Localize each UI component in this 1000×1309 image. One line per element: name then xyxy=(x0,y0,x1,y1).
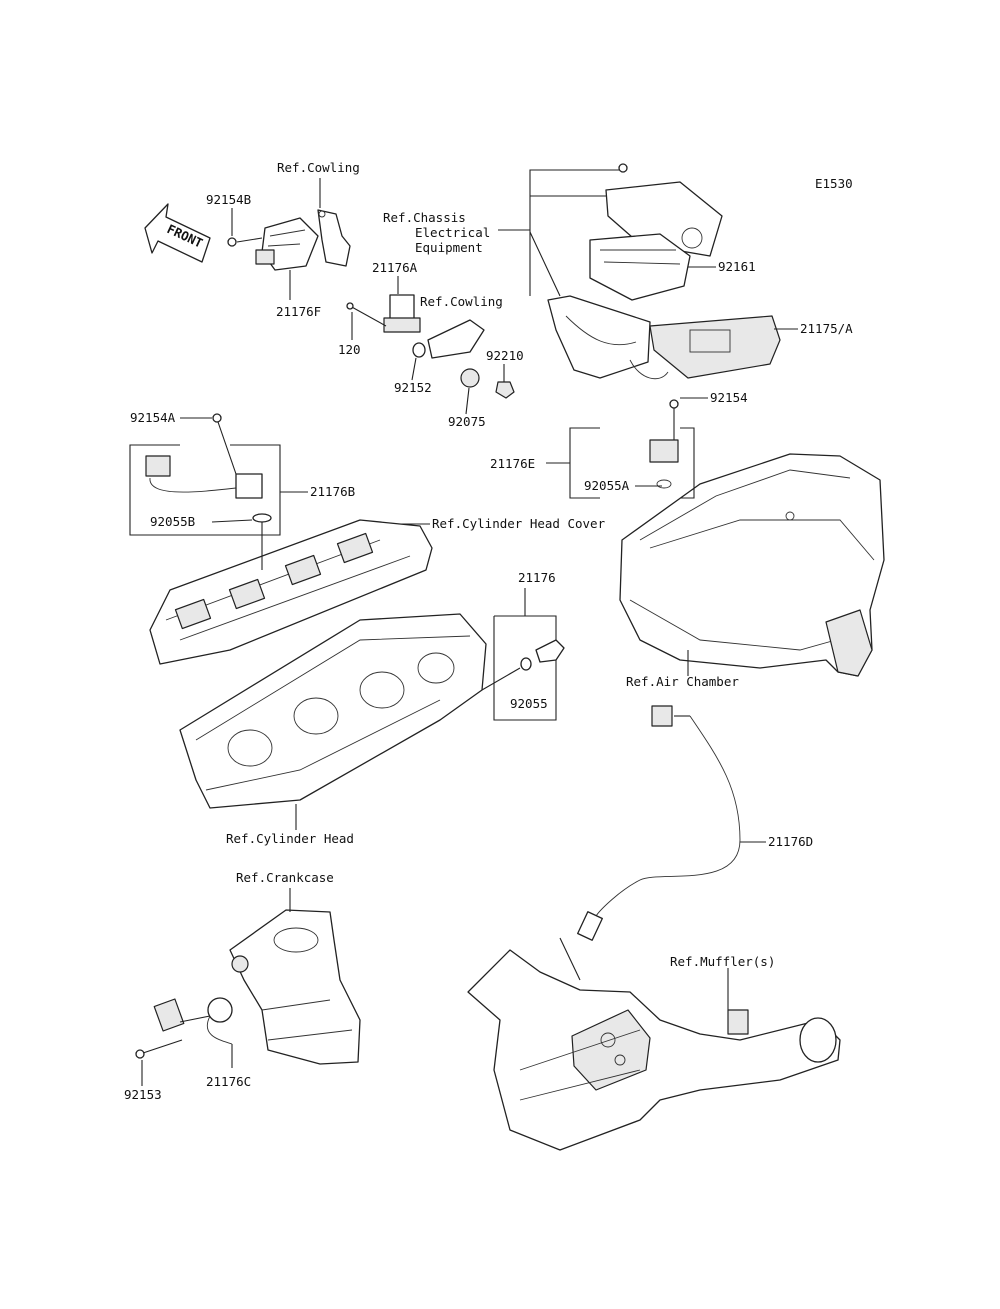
label-21176D: 21176D xyxy=(768,834,813,849)
bracket-21176E-right xyxy=(680,427,695,499)
sensor-21176C xyxy=(135,997,233,1068)
front-arrow-icon: FRONT xyxy=(144,203,211,263)
label-92154A: 92154A xyxy=(130,410,176,425)
leader-92055B xyxy=(211,519,253,523)
label-92055: 92055 xyxy=(510,696,548,711)
label-ref-chassis-2: Electrical xyxy=(415,225,490,240)
label-21176F: 21176F xyxy=(276,304,321,319)
sensor-21176A xyxy=(346,294,515,399)
ecu-bracket-group xyxy=(498,163,781,380)
cylinder-head-cover xyxy=(149,519,433,665)
label-92152: 92152 xyxy=(394,380,432,395)
label-21176A: 21176A xyxy=(372,260,418,275)
label-ref-cowling-top: Ref.Cowling xyxy=(277,160,360,175)
crankcase xyxy=(229,909,361,1065)
label-92055A: 92055A xyxy=(584,478,630,493)
label-21176: 21176 xyxy=(518,570,556,585)
label-ref-cyl-head-cover: Ref.Cylinder Head Cover xyxy=(432,516,606,531)
cylinder-head xyxy=(179,613,487,809)
label-21175A: 21175/A xyxy=(800,321,853,336)
label-ref-chassis-1: Ref.Chassis xyxy=(383,210,466,225)
label-92154: 92154 xyxy=(710,390,748,405)
label-ref-chassis-3: Equipment xyxy=(415,240,483,255)
leader-92075 xyxy=(465,387,470,415)
label-ref-air-chamber: Ref.Air Chamber xyxy=(626,674,739,689)
label-92153: 92153 xyxy=(124,1087,162,1102)
label-92210: 92210 xyxy=(486,348,524,363)
label-21176C: 21176C xyxy=(206,1074,251,1089)
air-chamber xyxy=(619,399,885,677)
label-21176E: 21176E xyxy=(490,456,535,471)
sensor-21176D xyxy=(577,705,741,941)
label-ref-crankcase: Ref.Crankcase xyxy=(236,870,334,885)
sensor-21176 xyxy=(481,588,565,721)
label-92075: 92075 xyxy=(448,414,486,429)
leader-o2-to-muffler xyxy=(559,937,581,981)
label-21176B: 21176B xyxy=(310,484,355,499)
sensor-21176B xyxy=(129,413,281,536)
muffler xyxy=(467,949,841,1151)
diagram-code: E1530 xyxy=(815,176,853,191)
label-120: 120 xyxy=(338,342,361,357)
sensor-21176F xyxy=(227,209,351,271)
label-ref-cowling-mid: Ref.Cowling xyxy=(420,294,503,309)
leader-92152 xyxy=(411,357,417,381)
label-92161: 92161 xyxy=(718,259,756,274)
label-92055B: 92055B xyxy=(150,514,195,529)
label-92154B: 92154B xyxy=(206,192,251,207)
label-ref-cyl-head: Ref.Cylinder Head xyxy=(226,831,354,846)
label-ref-muffler: Ref.Muffler(s) xyxy=(670,954,775,969)
